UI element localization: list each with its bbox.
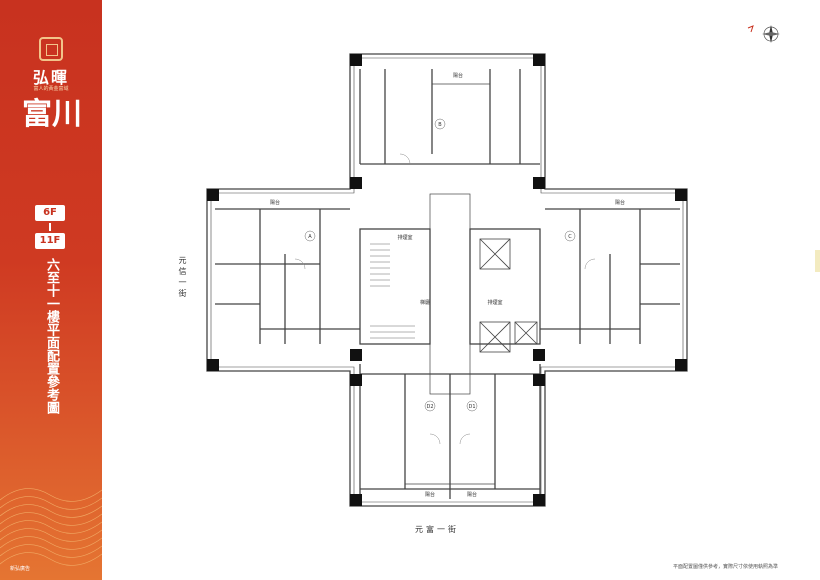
unit-d2-label: D2: [426, 404, 433, 410]
room-label-balcony: 陽台: [453, 72, 463, 79]
street-label-left: 元信一街: [178, 256, 187, 300]
room-label-lobby: 梯廳: [420, 299, 430, 306]
compass-icon: [744, 22, 782, 46]
brand-slogan: 富人的黃金富域: [33, 86, 69, 92]
agency-label: 新弘廣告: [10, 566, 31, 572]
floor-plan: 陽台 陽台 陽台 陽台 陽台 梯廳 排煙室 排煙室 B A C D2 D1: [206, 53, 688, 507]
room-label-balcony: 陽台: [425, 491, 435, 498]
floor-from-badge: 6F: [35, 205, 65, 221]
brand-logo-icon: [39, 37, 63, 61]
room-label-corridor: 排煙室: [487, 299, 502, 306]
room-label-balcony: 陽台: [615, 199, 625, 206]
mountain-pattern-icon: [0, 488, 102, 566]
brand-name: 弘暉: [32, 68, 69, 87]
project-name: 富川: [22, 97, 82, 132]
room-label-balcony: 陽台: [467, 491, 477, 498]
room-label-balcony: 陽台: [270, 199, 280, 206]
unit-d1-label: D1: [468, 404, 475, 410]
floor-to-badge: 11F: [35, 233, 65, 249]
footer-note: 平面配置圖僅供參考，實際尺寸依使用執照為準: [672, 564, 778, 570]
page-edge-mark: [815, 250, 820, 272]
room-label-corridor: 排煙室: [397, 234, 412, 241]
floor-range-dash: [49, 223, 51, 231]
unit-b-label: B: [438, 122, 442, 128]
street-label-bottom: 元富一街: [415, 525, 459, 534]
plan-title: 六至十一樓平面配置參考圖: [44, 258, 59, 414]
unit-c-label: C: [568, 234, 572, 240]
unit-a-label: A: [308, 234, 312, 240]
sidebar-banner: 弘暉 富人的黃金富域 富川 6F 11F 六至十一樓平面配置參考圖 新弘廣告: [0, 0, 102, 580]
